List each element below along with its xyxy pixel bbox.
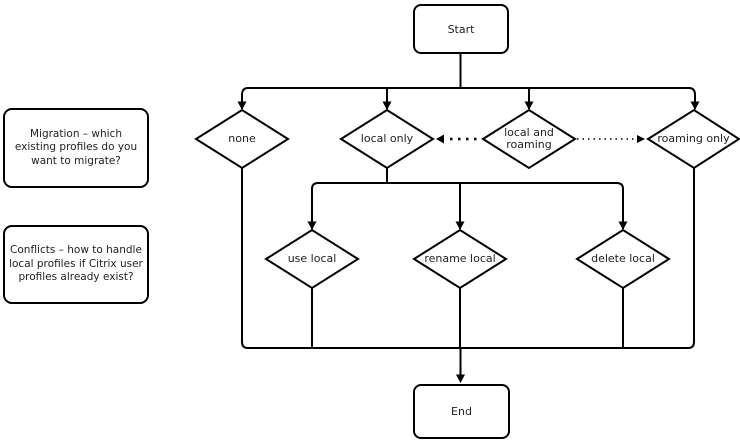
decision-use-local-shape [264, 228, 360, 290]
arrowhead-dotted-right [637, 135, 645, 143]
arrowhead-end [456, 374, 465, 383]
arrowhead-use-local [307, 221, 317, 230]
decision-use-local-label: use local [287, 251, 337, 265]
decision-none-shape [194, 108, 290, 170]
connector-branch-row1 [241, 87, 696, 109]
annotation-migration: Migration – which existing profiles do y… [3, 108, 149, 188]
start-node: Start [413, 4, 509, 54]
decision-delete-local-label: delete local [591, 251, 655, 265]
decision-rename-local-label: rename local [424, 251, 496, 265]
annotation-conflicts-text: Conflicts – how to handle local profiles… [9, 244, 143, 284]
annotation-conflicts: Conflicts – how to handle local profiles… [3, 225, 149, 304]
arrowhead-roaming-only [690, 101, 700, 110]
decision-local-only-shape [339, 108, 435, 170]
decision-roaming-only-label: roaming only [657, 131, 730, 145]
decision-local-only-label: local only [360, 131, 414, 145]
connector-collector-to-end [241, 168, 695, 376]
decision-rename-local-shape [412, 228, 508, 290]
arrowhead-local-only [382, 101, 392, 110]
arrowhead-none [237, 101, 247, 110]
end-node: End [413, 384, 510, 439]
arrowhead-local-and-roaming [524, 101, 534, 110]
arrowhead-rename-local [455, 221, 465, 230]
end-node-label: End [451, 405, 472, 418]
decision-local-and-roaming-label: local and roaming [504, 125, 554, 151]
annotation-migration-text: Migration – which existing profiles do y… [14, 127, 138, 167]
decision-none-label: none [228, 131, 256, 145]
start-node-label: Start [447, 22, 475, 36]
arrowhead-delete-local [618, 221, 628, 230]
decision-roaming-only-shape [646, 108, 740, 170]
decision-local-and-roaming-shape [481, 108, 577, 170]
arrowhead-dotted-left [436, 134, 444, 144]
connector-local-only-to-row2 [311, 168, 624, 229]
decision-delete-local-shape [575, 228, 671, 290]
